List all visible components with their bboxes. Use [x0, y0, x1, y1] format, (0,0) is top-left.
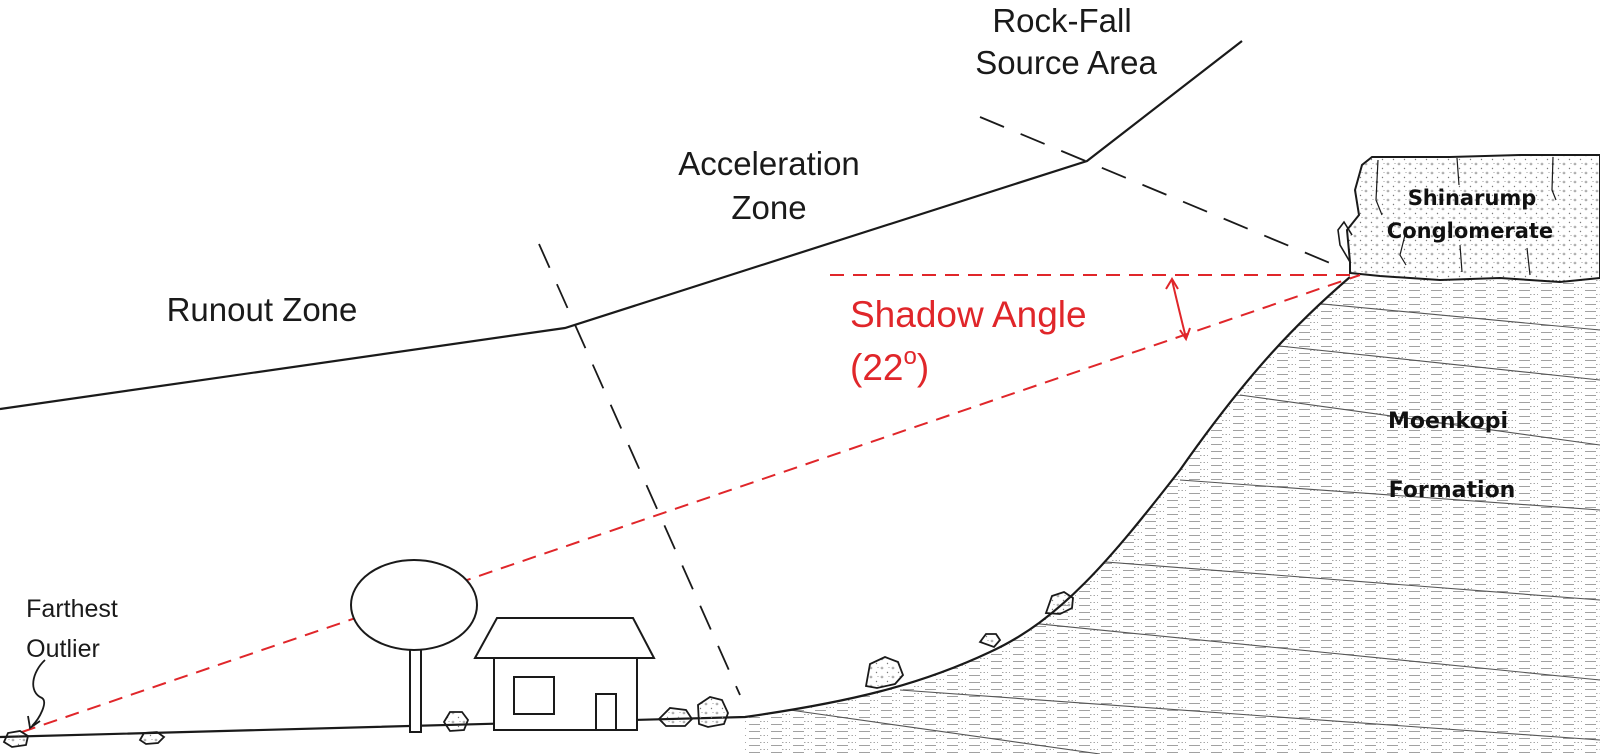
acceleration-source-divider — [979, 116, 1343, 269]
upper-profile-line — [0, 40, 1243, 411]
boulder — [442, 711, 470, 732]
boulder — [657, 707, 694, 727]
shinarump-label-line2: Conglomerate — [1387, 219, 1553, 243]
shinarump-label-line1: Shinarump — [1408, 186, 1537, 210]
boulder — [864, 656, 905, 689]
source-area-label-line1: Rock-Fall — [992, 2, 1131, 39]
shadow-angle-label-line2: (22o) — [850, 343, 929, 388]
outlier-pointer-arrow — [27, 659, 46, 730]
shadow-angle-degree-sign: o — [903, 343, 916, 370]
boulders — [2, 591, 1074, 748]
acceleration-zone-label-line2: Zone — [731, 189, 806, 226]
shadow-angle-close-paren: ) — [917, 347, 929, 388]
acceleration-zone-label-line1: Acceleration — [678, 145, 860, 182]
boulder — [978, 633, 1002, 649]
runout-zone-label: Runout Zone — [167, 291, 358, 328]
boulder — [2, 730, 30, 748]
shinarump-conglomerate-block — [1337, 154, 1600, 284]
slope-profile-line — [0, 276, 1351, 739]
shadow-angle-line — [21, 274, 1361, 733]
farthest-outlier-label-line2: Outlier — [26, 635, 100, 663]
tree-illustration — [350, 559, 478, 733]
moenkopi-label-line2: Formation — [1389, 478, 1516, 503]
shadow-angle-label-line1: Shadow Angle — [850, 294, 1087, 335]
house-illustration — [473, 617, 656, 731]
moenkopi-label-line1: Moenkopi — [1388, 409, 1508, 434]
runout-acceleration-divider — [538, 243, 741, 696]
shadow-angle-value: (22 — [850, 347, 903, 388]
shadow-angle-arc-arrow — [1165, 277, 1191, 342]
source-area-label-line2: Source Area — [975, 44, 1157, 81]
boulder — [1044, 591, 1074, 615]
farthest-outlier-label-line1: Farthest — [26, 595, 118, 623]
boulder — [697, 696, 729, 728]
boulder — [138, 731, 166, 745]
moenkopi-formation-fill — [745, 277, 1600, 754]
